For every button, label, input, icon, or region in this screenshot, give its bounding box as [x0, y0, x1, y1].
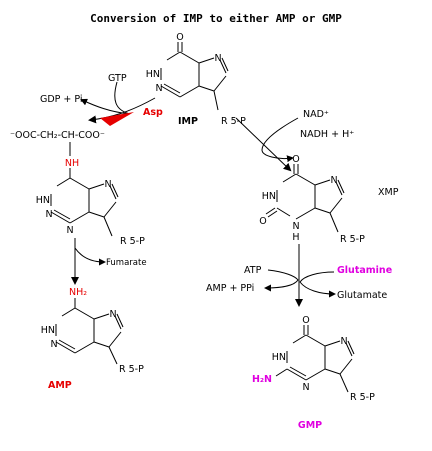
- gmp-carbonyl-o: O: [302, 315, 309, 326]
- xmp-structure: [265, 164, 345, 233]
- asp-label: Asp: [143, 107, 163, 118]
- atp-label: ATP: [244, 265, 262, 276]
- fumarate-label: Fumarate: [106, 258, 147, 268]
- xmp-hn: HN: [262, 191, 276, 202]
- intermediate-nh: NH: [65, 158, 79, 169]
- intermediate-ribose: R 5-P: [120, 236, 145, 247]
- succinyl-chain: ⁻OOC-CH₂-CH-COO⁻: [10, 130, 105, 141]
- gmp-hn: HN: [272, 352, 286, 363]
- imp-carbonyl-o: O: [176, 32, 183, 43]
- intermediate-n-bottom: N: [66, 225, 73, 236]
- imp-ribose: R 5-P: [221, 116, 246, 127]
- xmp-step-arrow: [235, 117, 292, 172]
- imp-label: IMP: [178, 116, 198, 127]
- fumarate-arrow: [74, 247, 106, 266]
- xmp-label: XMP: [378, 187, 399, 198]
- diagram-title: Conversion of IMP to either AMP or GMP: [90, 12, 342, 25]
- gtp-label: GTP: [108, 73, 127, 84]
- glutamine-arrow: [299, 271, 336, 298]
- glutamate-label: Glutamate: [337, 290, 387, 301]
- amp-step1-arrows: [80, 81, 156, 124]
- xmp-n-top: N: [330, 175, 337, 186]
- glutamine-label: Glutamine: [337, 265, 392, 276]
- amp-label: AMP: [48, 380, 72, 391]
- amp-nh2: NH₂: [69, 287, 87, 298]
- atp-arrow: [264, 269, 299, 292]
- intermediate-hn: HN: [36, 195, 50, 206]
- amp-ppi-label: AMP + PPi: [206, 283, 254, 294]
- xmp-nh: N: [292, 221, 299, 232]
- gmp-n-ring: N: [302, 382, 309, 393]
- amp-n-top: N: [109, 309, 116, 320]
- imp-n-ring: N: [155, 83, 162, 94]
- nad-label: NAD⁺: [303, 109, 329, 120]
- amp-n-ring: N: [50, 339, 57, 350]
- nadh-label: NADH + H⁺: [300, 129, 354, 140]
- imp-structure: [160, 42, 229, 111]
- imp-hn: HN: [146, 69, 160, 80]
- xmp-carbonyl-o-top: O: [292, 154, 299, 165]
- gmp-structure: [275, 325, 355, 393]
- xmp-ribose: R 5-P: [340, 234, 365, 245]
- amp-hn: HN: [41, 325, 55, 336]
- gmp-ribose: R 5-P: [350, 392, 375, 403]
- gmp-h2n: H₂N: [252, 374, 272, 385]
- xmp-h-below: H: [292, 232, 299, 243]
- intermediate-n-ring: N: [45, 209, 52, 220]
- amp-ribose: R 5-P: [119, 364, 144, 375]
- asp-arrow: [100, 112, 134, 126]
- intermediate-n-top: N: [104, 179, 111, 190]
- imp-n-top: N: [214, 53, 221, 64]
- xmp-carbonyl-o-left: O: [259, 216, 266, 227]
- gmp-label: GMP: [298, 420, 322, 431]
- amp-structure: [55, 298, 124, 365]
- gdp-pi-label: GDP + Pi: [40, 94, 83, 105]
- gmp-n-top: N: [340, 336, 347, 347]
- intermediate-structure: [50, 168, 119, 237]
- nad-arrow: [261, 117, 299, 163]
